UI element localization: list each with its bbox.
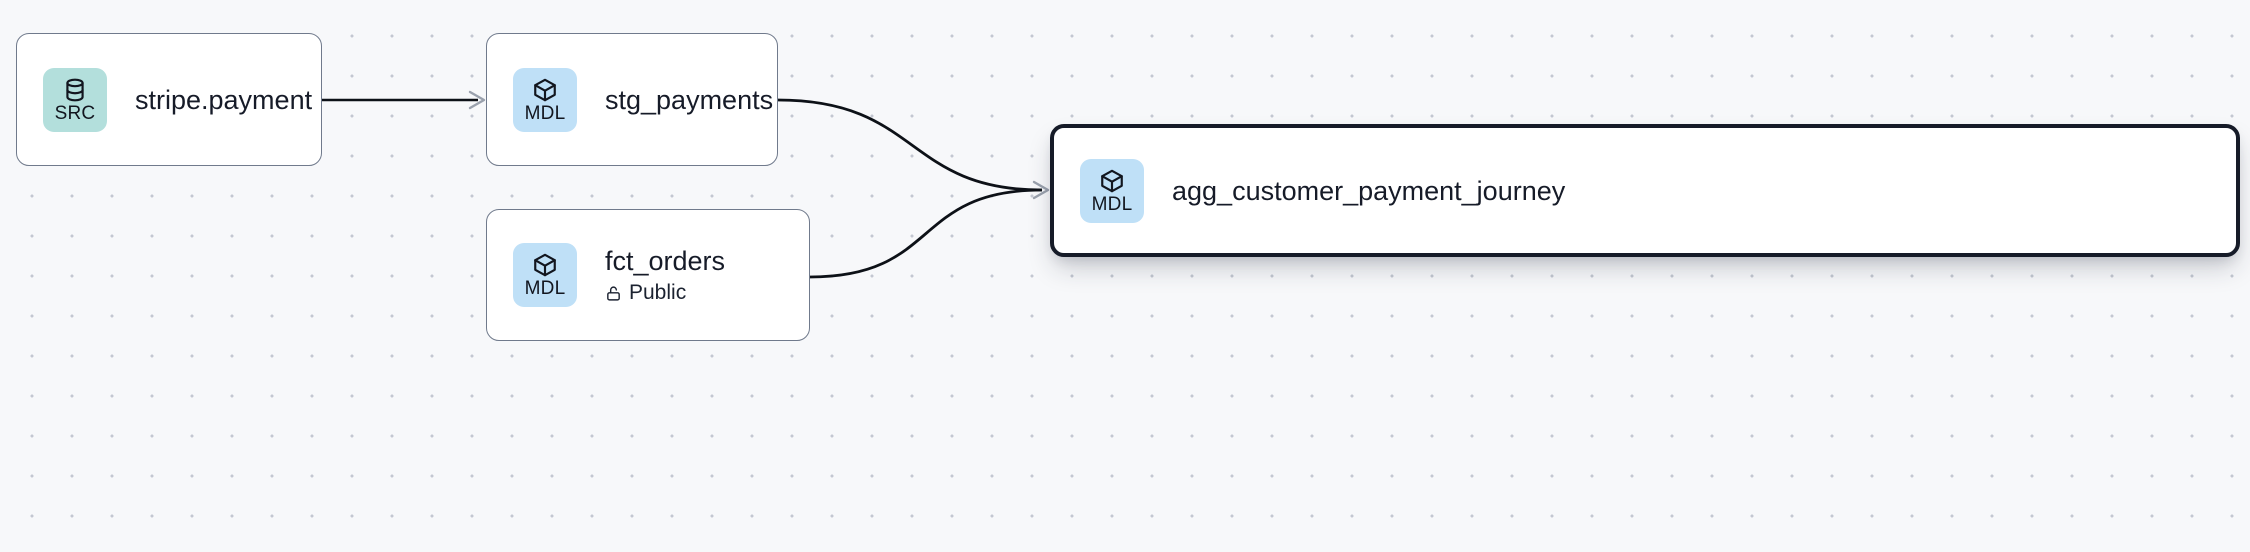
- node-title: stripe.payment: [135, 84, 313, 115]
- cube-icon: [532, 252, 558, 278]
- badge-src-label: SRC: [54, 102, 96, 124]
- edge-fct-to-agg: [809, 188, 1043, 279]
- node-stripe-payment[interactable]: SRC stripe.payment: [16, 33, 322, 166]
- node-body: stg_payments: [605, 84, 773, 116]
- badge-mdl-label: MDL: [1091, 193, 1133, 215]
- node-title: stg_payments: [605, 84, 774, 115]
- badge-mdl: MDL: [513, 243, 577, 307]
- badge-mdl: MDL: [513, 67, 577, 132]
- node-body: agg_customer_payment_journey: [1172, 175, 1565, 207]
- node-stg-payments[interactable]: MDL stg_payments: [486, 33, 778, 166]
- database-icon: [62, 77, 88, 103]
- badge-mdl-label: MDL: [524, 278, 566, 299]
- node-fct-orders[interactable]: MDL fct_orders Public: [486, 209, 810, 341]
- cube-icon: [1099, 168, 1125, 194]
- node-body: stripe.payment: [135, 84, 312, 116]
- node-visibility-label: Public: [629, 281, 687, 304]
- node-visibility: Public: [605, 281, 725, 305]
- unlock-icon: [605, 285, 622, 302]
- node-title: agg_customer_payment_journey: [1172, 175, 1566, 206]
- cube-icon: [532, 77, 558, 103]
- node-title: fct_orders: [605, 246, 726, 276]
- badge-src: SRC: [43, 67, 107, 132]
- badge-mdl-label: MDL: [524, 102, 566, 124]
- edge-stg-to-agg: [777, 98, 1050, 200]
- edge-stripe-to-stg: [322, 90, 486, 110]
- badge-mdl: MDL: [1080, 158, 1144, 223]
- node-body: fct_orders Public: [605, 245, 725, 305]
- node-agg-customer-payment-journey[interactable]: MDL agg_customer_payment_journey: [1050, 124, 2240, 257]
